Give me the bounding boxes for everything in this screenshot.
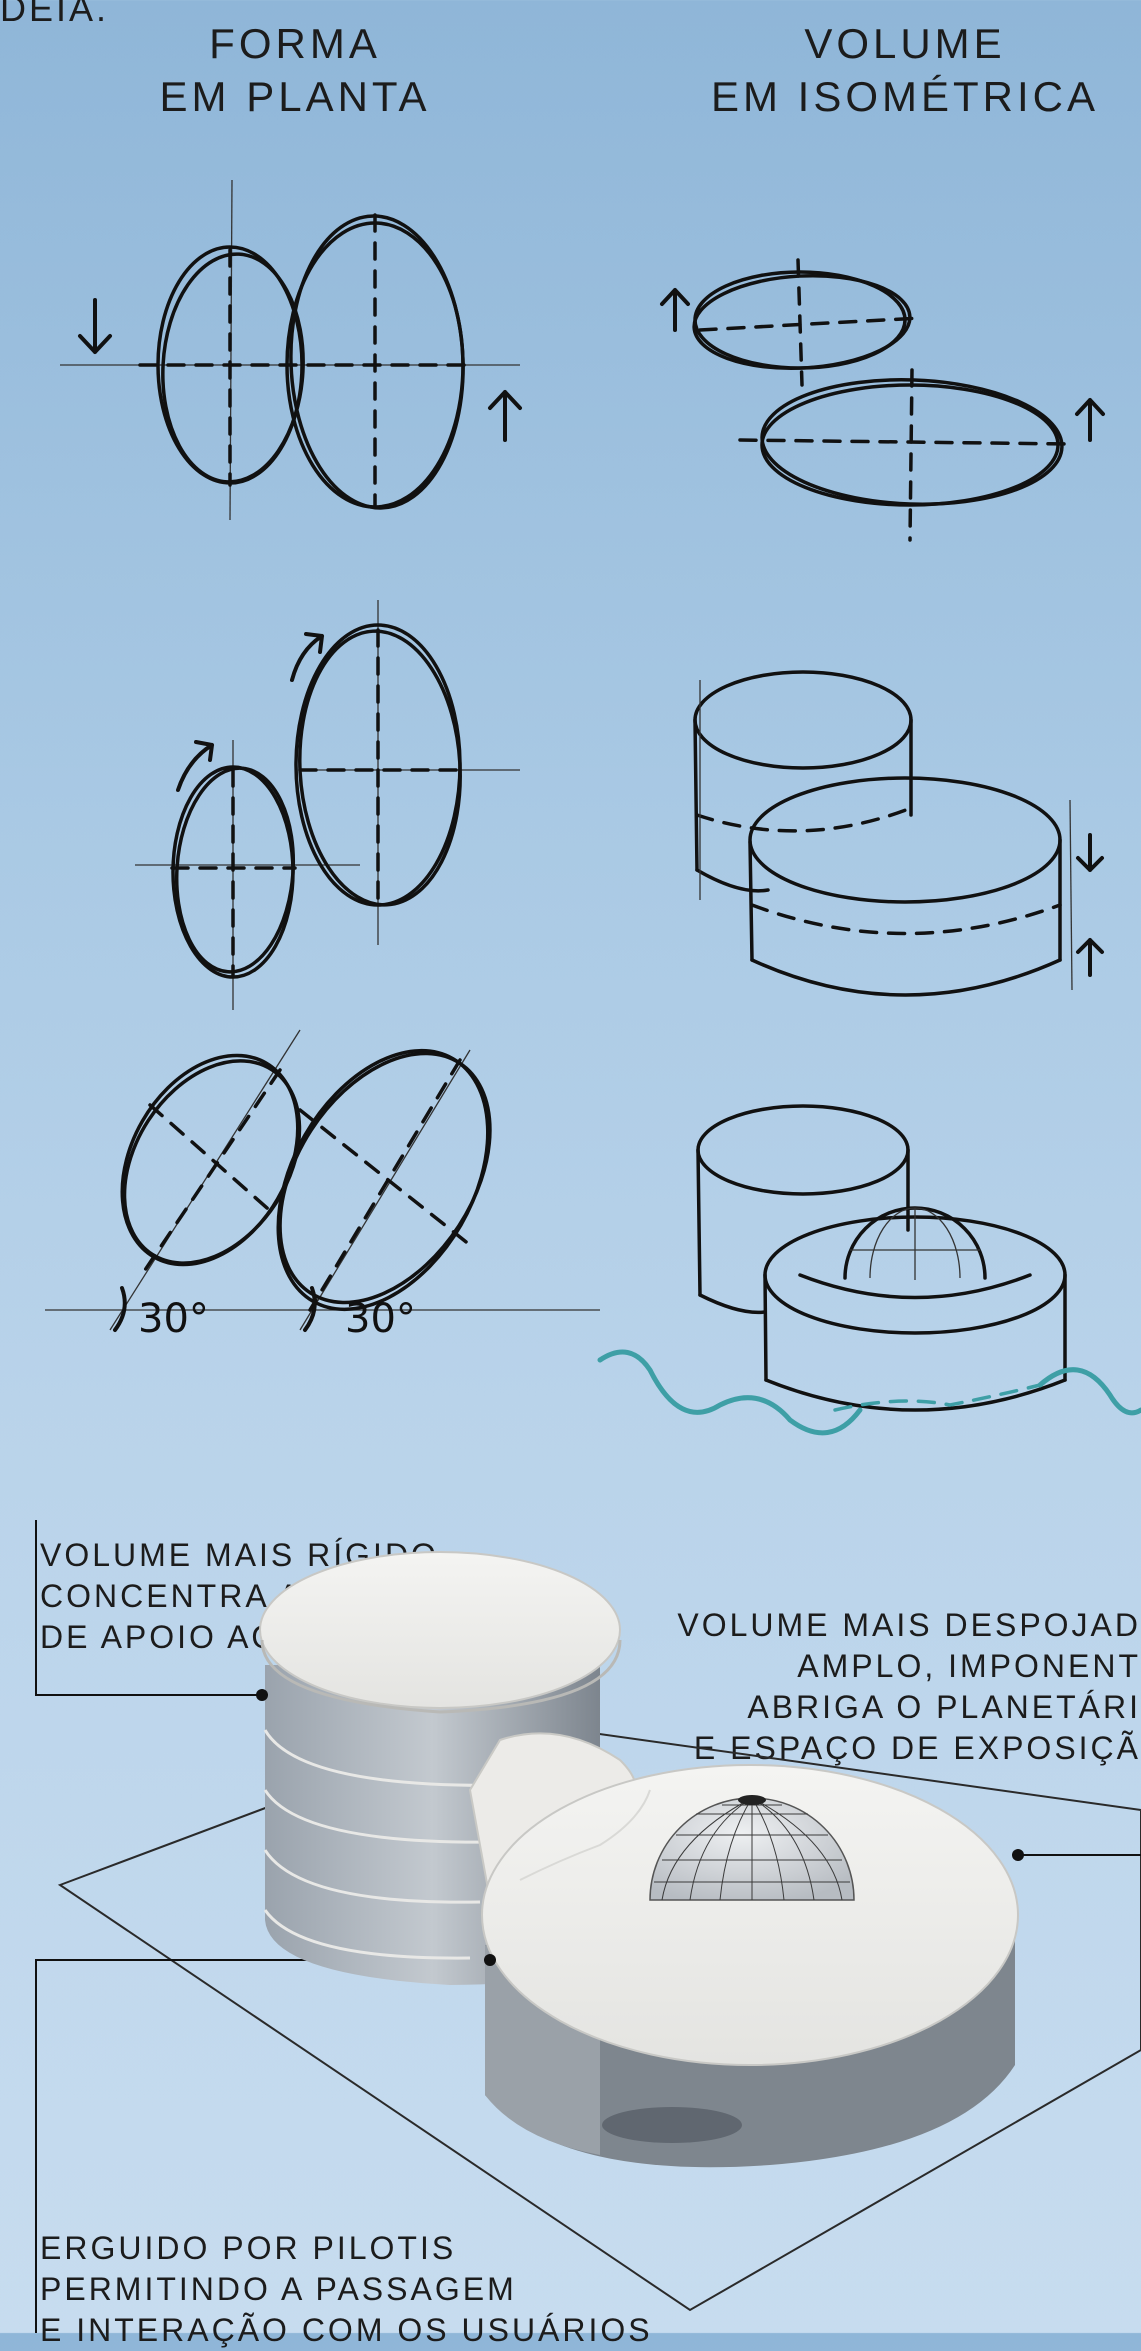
- planetarium-dome: [649, 1795, 855, 1901]
- open-volume: [481, 1764, 1019, 2168]
- leader-pilotis: [35, 1959, 490, 2333]
- anchor-dot-open: [1012, 1849, 1024, 1861]
- angle-label-2: 30°: [345, 1296, 416, 1342]
- iso-sketch-1: [660, 258, 1105, 542]
- iso-sketch-3: [597, 1104, 1141, 1436]
- iso-sketch-2: [693, 670, 1104, 997]
- plan-sketch-2: [135, 600, 520, 1010]
- plan-sketch-1: [60, 179, 522, 521]
- angle-label-1: 30°: [138, 1296, 209, 1342]
- leader-rigid-volume: [35, 1520, 262, 1696]
- top-text-fragment: deia.: [0, 0, 110, 29]
- column-title-isometric: VOLUME EM ISOMÉTRICA: [710, 20, 1100, 120]
- column-title-plan: FORMA EM PLANTA: [159, 20, 431, 120]
- anchor-dot-rigid: [256, 1689, 268, 1701]
- plan-sketch-3: 30° 30°: [45, 1029, 600, 1342]
- anchor-dot-pilotis: [484, 1954, 496, 1966]
- sketch-diagrams: 30° 30°: [45, 179, 1141, 1436]
- note-open-volume: VOLUME MAIS DESPOJAD AMPLO, IMPONENT ABR…: [677, 1607, 1141, 1766]
